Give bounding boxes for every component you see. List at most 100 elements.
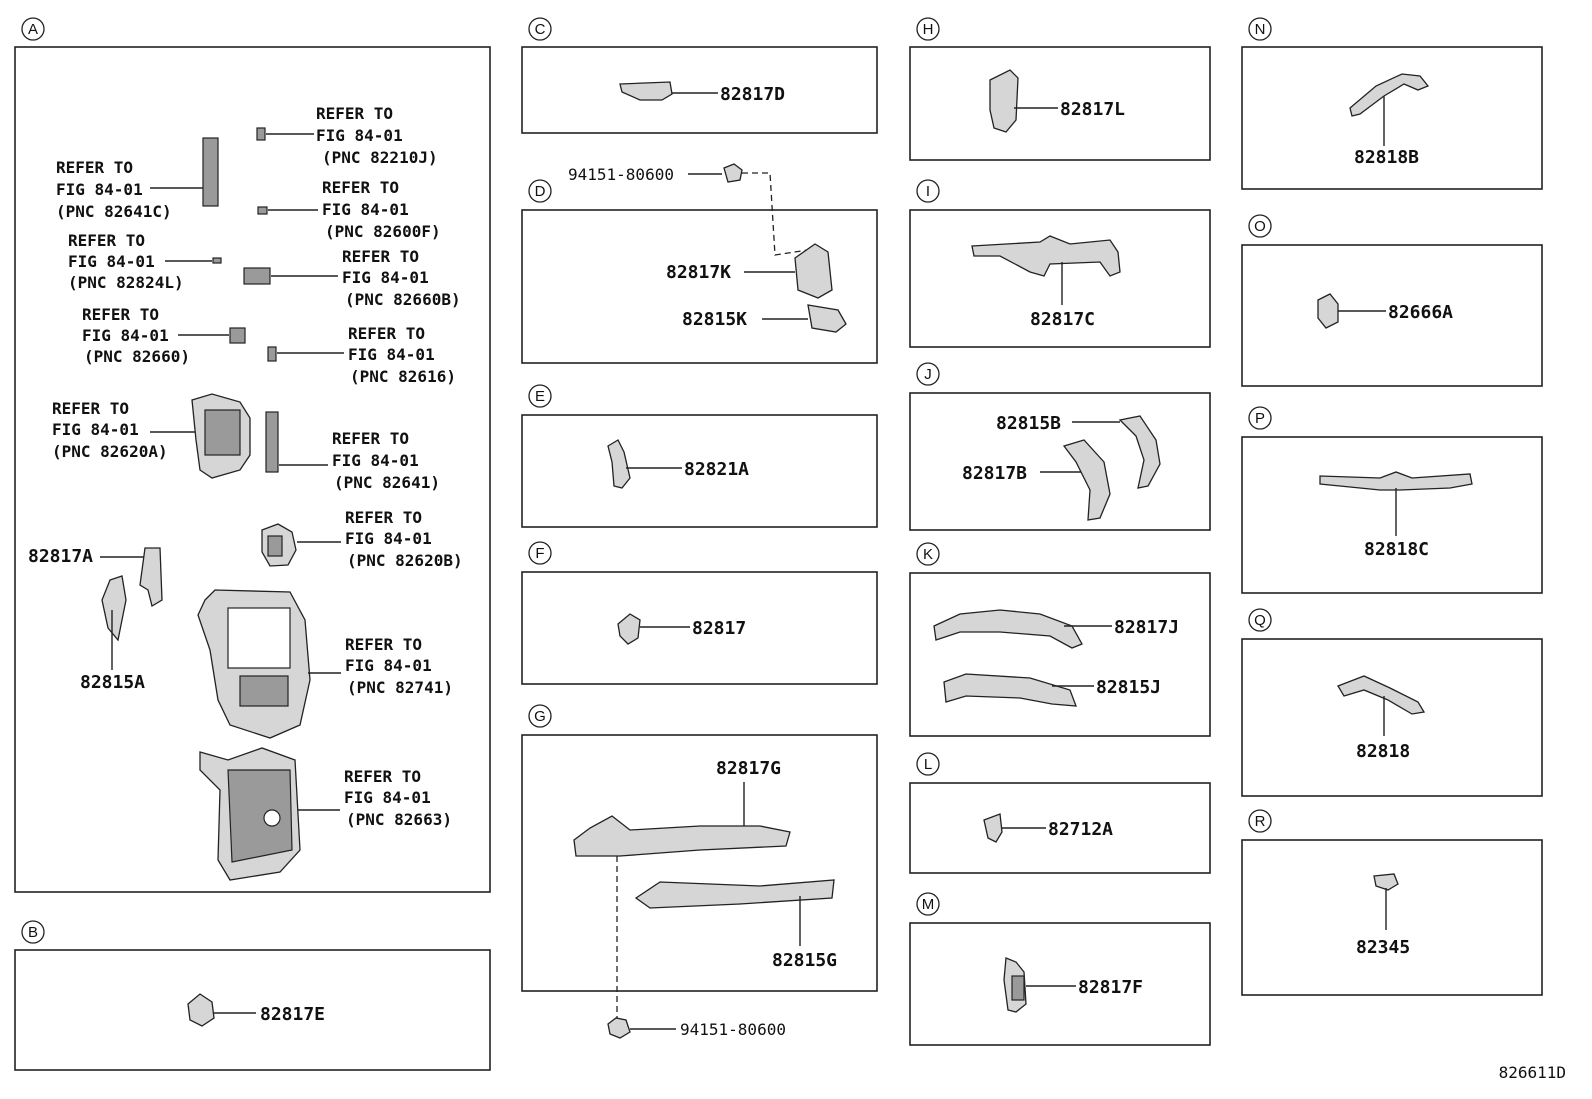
section-r: R 82345 xyxy=(1241,809,1543,996)
section-j-letter: J xyxy=(924,366,932,383)
part-icon-82660 xyxy=(229,327,246,344)
part-label-82817c: 82817C xyxy=(1030,309,1095,330)
section-l-letter: L xyxy=(924,756,932,773)
part-icon-82660b xyxy=(243,267,271,285)
part-82817a-group: 82817A 82815A xyxy=(28,546,163,693)
part-label-82815j: 82815J xyxy=(1096,677,1161,698)
ref-82741-line3: (PNC 82741) xyxy=(347,678,453,697)
section-e-letter: E xyxy=(535,388,545,405)
ref-82641-line2: FIG 84-01 xyxy=(332,451,419,470)
section-f: F 82817 xyxy=(521,541,878,685)
section-n-letter: N xyxy=(1255,21,1266,38)
ref-82600f-line1: REFER TO xyxy=(322,178,399,197)
part-label-82817d: 82817D xyxy=(720,84,785,105)
part-label-82818: 82818 xyxy=(1356,741,1410,762)
part-icon-82641c xyxy=(202,137,219,207)
section-o: O 82666A xyxy=(1241,214,1543,387)
ref-82616: REFER TO FIG 84-01 (PNC 82616) xyxy=(267,324,456,386)
section-r-letter: R xyxy=(1255,813,1266,830)
section-e-box xyxy=(521,414,878,528)
section-r-box xyxy=(1241,839,1543,996)
section-d-box xyxy=(521,209,878,364)
ref-82660b: REFER TO FIG 84-01 (PNC 82660B) xyxy=(243,247,461,309)
section-g: G 82817G 82815G 94151-80600 xyxy=(521,704,878,1039)
part-label-82815b: 82815B xyxy=(996,413,1061,434)
section-i: I 82817C xyxy=(909,179,1211,348)
section-l-box xyxy=(909,782,1211,874)
diagram-id: 826611D xyxy=(1499,1063,1566,1082)
ref-82660b-line1: REFER TO xyxy=(342,247,419,266)
ref-82641c-line1: REFER TO xyxy=(56,158,133,177)
part-icon-82817a xyxy=(139,547,163,608)
part-label-82818b: 82818B xyxy=(1354,147,1419,168)
section-c: C 82817D xyxy=(521,17,878,134)
section-g-letter: G xyxy=(534,708,546,725)
section-f-letter: F xyxy=(535,545,544,562)
ref-82741-line2: FIG 84-01 xyxy=(345,656,432,675)
section-h: H 82817L xyxy=(909,17,1211,161)
section-m-box xyxy=(909,922,1211,1046)
part-label-82817: 82817 xyxy=(692,618,746,639)
part-icon-82824l xyxy=(212,257,222,264)
ref-82620a-line2: FIG 84-01 xyxy=(52,420,139,439)
ref-82600f: REFER TO FIG 84-01 (PNC 82600F) xyxy=(257,178,441,241)
ref-82210j-line1: REFER TO xyxy=(316,104,393,123)
section-e: E 82821A xyxy=(521,384,878,528)
section-l: L 82712A xyxy=(909,752,1211,874)
part-label-82821a: 82821A xyxy=(684,459,749,480)
section-o-letter: O xyxy=(1254,218,1266,235)
part-label-82818c: 82818C xyxy=(1364,539,1429,560)
ref-82660-line1: REFER TO xyxy=(82,305,159,324)
ref-82600f-line3: (PNC 82600F) xyxy=(325,222,441,241)
section-q: Q 82818 xyxy=(1241,608,1543,797)
part-icon-82815a xyxy=(101,575,127,642)
section-p-box xyxy=(1241,436,1543,594)
part-icon-82210j xyxy=(256,127,266,141)
part-icon-82817l xyxy=(989,69,1019,133)
section-m: M 82817F xyxy=(909,892,1211,1046)
section-a: A REFER TO FIG 84-01 (PNC 82210J) REFER … xyxy=(14,17,491,893)
ref-82616-line1: REFER TO xyxy=(348,324,425,343)
part-label-82817k: 82817K xyxy=(666,262,731,283)
part-label-82815k: 82815K xyxy=(682,309,747,330)
part-icon-82815k xyxy=(807,304,847,333)
ref-82620a-line1: REFER TO xyxy=(52,399,129,418)
part-icon-82817 xyxy=(617,613,641,645)
ref-82616-line2: FIG 84-01 xyxy=(348,345,435,364)
ref-82620a: REFER TO FIG 84-01 (PNC 82620A) xyxy=(52,393,251,479)
ref-82824l-line3: (PNC 82824L) xyxy=(68,273,184,292)
part-icon-94151-80600-bottom xyxy=(607,1017,631,1039)
section-d-letter: D xyxy=(535,183,546,200)
ref-82616-line3: (PNC 82616) xyxy=(350,367,456,386)
part-label-82817g: 82817G xyxy=(716,758,781,779)
ref-82641-line1: REFER TO xyxy=(332,429,409,448)
part-icon-82817j xyxy=(933,609,1083,649)
ref-82210j-line3: (PNC 82210J) xyxy=(322,148,438,167)
section-p: P 82818C xyxy=(1241,406,1543,594)
ref-82620a-line3: (PNC 82620A) xyxy=(52,442,168,461)
part-label-82815a: 82815A xyxy=(80,672,145,693)
section-k-letter: K xyxy=(923,546,933,563)
section-b-letter: B xyxy=(28,924,38,941)
part-icon-82663 xyxy=(199,747,301,881)
section-b-box xyxy=(14,949,491,1071)
ref-82210j-line2: FIG 84-01 xyxy=(316,126,403,145)
section-n-box xyxy=(1241,46,1543,190)
part-label-82666a: 82666A xyxy=(1388,302,1453,323)
section-m-letter: M xyxy=(922,896,935,913)
part-icon-82817g xyxy=(573,815,791,857)
ref-82741: REFER TO FIG 84-01 (PNC 82741) xyxy=(197,589,453,739)
section-b: B 82817E xyxy=(14,920,491,1071)
part-icon-82600f xyxy=(257,206,268,215)
part-label-82817b: 82817B xyxy=(962,463,1027,484)
ref-82660-line2: FIG 84-01 xyxy=(82,326,169,345)
part-label-94151-80600-bottom: 94151-80600 xyxy=(680,1020,786,1039)
ref-82641-line3: (PNC 82641) xyxy=(334,473,440,492)
part-icon-82818b xyxy=(1349,73,1430,117)
ref-82660-line3: (PNC 82660) xyxy=(84,347,190,366)
ref-82641c-line3: (PNC 82641C) xyxy=(56,202,172,221)
section-i-box xyxy=(909,209,1211,348)
ref-82663-line3: (PNC 82663) xyxy=(346,810,452,829)
part-label-94151-80600-top: 94151-80600 xyxy=(568,165,674,184)
